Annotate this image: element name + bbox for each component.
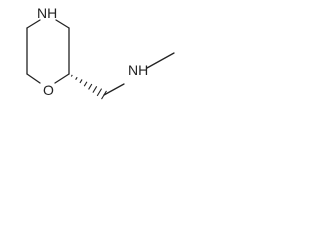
wedge-hash-line	[70, 74, 73, 77]
wedge-hash-line	[83, 81, 88, 87]
bond-ch2-to-side-n	[103, 83, 125, 96]
side-chain-bonds	[103, 52, 175, 96]
wedge-hash-line	[75, 76, 78, 80]
wedge-hash-line	[79, 79, 83, 84]
morpholine-structure-diagram: NH O NH	[26, 5, 175, 100]
wedge-hash-line	[96, 88, 103, 97]
ring-bonds	[26, 19, 70, 84]
wedge-hash-line	[88, 83, 93, 90]
ring-oxygen-label: O	[43, 82, 54, 98]
bond-c2-to-ring-o	[54, 73, 70, 84]
bond-c5-to-ring-n	[26, 19, 41, 29]
side-chain-nitrogen-label: NH	[128, 62, 148, 78]
bond-side-n-to-methyl	[146, 52, 175, 69]
wedge-hash-line	[92, 86, 98, 93]
hashed-wedge-bond	[70, 74, 107, 100]
ring-nitrogen-label: NH	[37, 5, 57, 21]
bond-ring-o-to-c6	[26, 73, 41, 84]
bond-ring-n-to-c3	[55, 19, 70, 29]
